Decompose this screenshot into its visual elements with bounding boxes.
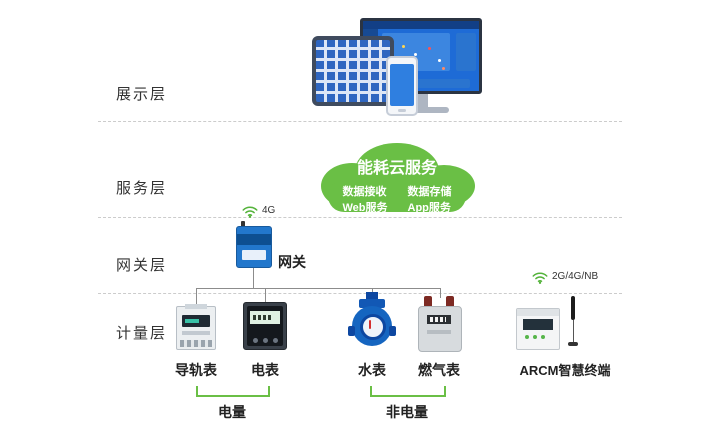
layer-label-display: 展示层 xyxy=(116,86,168,103)
group-bracket-electric xyxy=(196,386,270,397)
water-meter-dial xyxy=(360,314,386,340)
cloud-title: 能耗云服务 xyxy=(356,160,437,177)
cloud-service: 能耗云服务 数据接收 Web服务 数据存储 App服务 xyxy=(310,138,484,218)
arcm-terminal-image xyxy=(516,308,560,350)
layer-label-service: 服务层 xyxy=(116,180,168,197)
gateway-plate xyxy=(242,250,266,260)
layer-divider xyxy=(98,293,622,294)
layer-label-gateway: 网关层 xyxy=(116,257,168,274)
connector-drop-panel xyxy=(265,288,266,302)
gateway-network-label: 4G xyxy=(262,205,276,216)
meter-label-arcm: ARCM智慧终端 xyxy=(519,363,611,378)
layer-label-metering: 计量层 xyxy=(116,325,168,342)
group-bracket-nonelectric xyxy=(370,386,446,397)
group-label-electric: 电量 xyxy=(218,404,246,420)
monitor-stand-base xyxy=(393,107,449,113)
meter-label-din: 导轨表 xyxy=(175,362,217,378)
phone-home-button xyxy=(398,109,406,112)
cloud-icon xyxy=(321,143,475,212)
gateway-body xyxy=(236,226,272,268)
cloud-content: 能耗云服务 数据接收 Web服务 数据存储 App服务 xyxy=(310,138,484,218)
connector-drop-gas xyxy=(440,288,441,298)
cloud-service-item: App服务 xyxy=(407,202,451,214)
gateway-band xyxy=(237,234,271,245)
dashboard-header xyxy=(363,21,479,29)
cloud-service-item: 数据存储 xyxy=(407,186,452,198)
tablet-icon xyxy=(312,36,394,106)
gateway-label: 网关 xyxy=(278,254,306,270)
gateway-antenna-nub xyxy=(241,221,245,227)
electric-meter-image xyxy=(243,302,287,350)
cloud-service-item: 数据接收 xyxy=(342,186,387,198)
group-label-nonelectric: 非电量 xyxy=(386,404,428,420)
connector-bus xyxy=(196,288,441,289)
layer-divider xyxy=(98,121,622,122)
meter-label-gas: 燃气表 xyxy=(418,362,460,378)
layer-divider xyxy=(98,217,622,218)
cloud-service-item: Web服务 xyxy=(342,202,388,214)
antenna-icon xyxy=(567,296,579,350)
wifi-icon xyxy=(532,272,548,284)
connector-drop-din xyxy=(196,288,197,304)
gateway-wireless: 4G xyxy=(241,204,275,219)
phone-screen xyxy=(390,64,414,106)
arcm-network-label: 2G/4G/NB xyxy=(552,271,599,282)
meter-label-panel: 电表 xyxy=(251,362,279,378)
arcm-lcd xyxy=(523,319,553,330)
wifi-icon xyxy=(242,206,258,218)
gas-meter-image xyxy=(418,296,462,352)
din-rail-meter-image xyxy=(176,304,216,350)
dashboard-chart-strip xyxy=(382,79,470,88)
meter-label-water: 水表 xyxy=(358,362,386,378)
dashboard-panel xyxy=(456,33,476,71)
connector-gateway-drop xyxy=(253,268,254,288)
arcm-wireless: 2G/4G/NB xyxy=(531,270,598,285)
water-meter-image xyxy=(348,292,396,352)
gateway-device xyxy=(236,221,272,268)
phone-icon xyxy=(386,56,418,116)
